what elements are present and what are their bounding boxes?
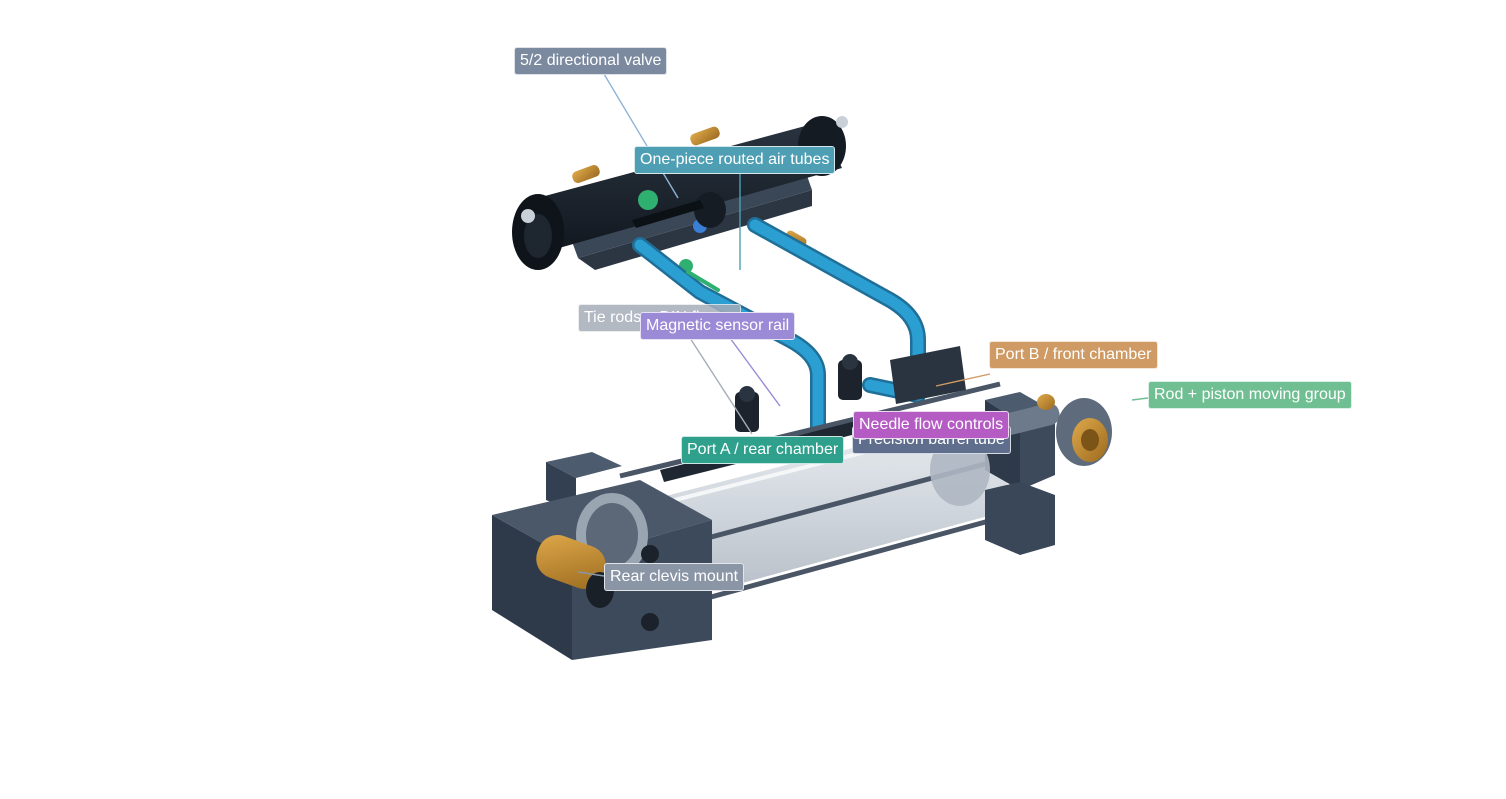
valve-screw-right — [836, 116, 848, 128]
tie-rod — [699, 515, 1001, 603]
callout-rod[interactable]: Rod + piston moving group — [1148, 381, 1352, 409]
air-tube-b — [749, 219, 924, 401]
air-tubes[interactable] — [632, 217, 926, 438]
callout-sensor[interactable]: Magnetic sensor rail — [640, 312, 796, 340]
air-tube-a — [634, 239, 824, 436]
tie-rod-nut — [641, 613, 659, 631]
callout-needle[interactable]: Needle flow controls — [853, 411, 1010, 439]
brass-fitting — [690, 126, 720, 146]
leader-portb — [935, 373, 991, 387]
valve-screw-left — [521, 209, 535, 223]
brass-fitting — [1037, 394, 1055, 410]
tie-rod-nut — [641, 545, 659, 563]
needle-flow-controls — [735, 346, 966, 432]
green-fitting — [638, 190, 658, 210]
brass-fitting — [572, 164, 600, 184]
valve-solenoid-bore — [524, 214, 552, 258]
valve-pilot-knob — [694, 192, 726, 228]
leader-clevis — [577, 571, 605, 577]
clevis-block-top — [546, 452, 622, 478]
piston-rod — [1000, 403, 1060, 435]
leader-rod — [1131, 397, 1149, 401]
callout-portb[interactable]: Port B / front chamber — [989, 341, 1158, 369]
callout-clevis[interactable]: Rear clevis mount — [604, 563, 745, 591]
leader-valve — [603, 73, 679, 199]
callout-valve[interactable]: 5/2 directional valve — [514, 47, 668, 75]
rod-eye-hole — [1081, 429, 1099, 451]
callout-tubes[interactable]: One-piece routed air tubes — [634, 146, 836, 174]
sensor-indicator — [686, 270, 720, 292]
pneumatic-cylinder[interactable] — [492, 346, 1112, 660]
leader-tierods — [689, 337, 753, 435]
callout-porta[interactable]: Port A / rear chamber — [681, 436, 845, 464]
valve-slot — [632, 200, 704, 228]
clevis-pin — [536, 534, 606, 590]
front-end-cap-front — [1020, 412, 1055, 490]
leader-sensor — [729, 337, 781, 407]
leader-lines — [577, 73, 1149, 577]
front-foot — [985, 482, 1055, 555]
